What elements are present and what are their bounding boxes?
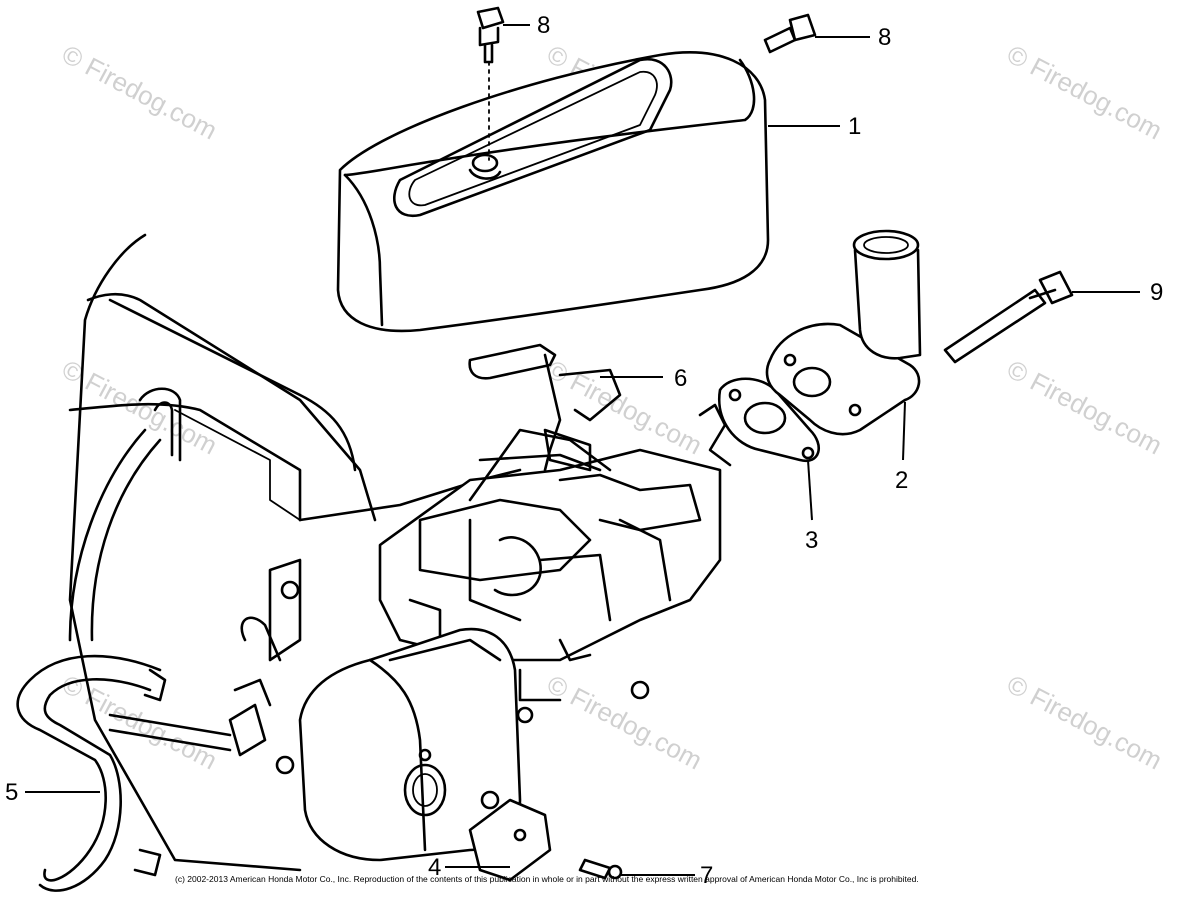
carburetor (378, 428, 722, 724)
watermark: © Firedog.com (57, 669, 222, 776)
bolt-9 (943, 270, 1074, 364)
gasket-3 (698, 377, 820, 467)
bolt-8-top-left (476, 6, 505, 161)
callout-7: 7 (700, 862, 713, 889)
callout-1: 1 (848, 113, 861, 140)
watermark: © Firedog.com (542, 669, 707, 776)
callouts: 1 2 3 4 5 6 7 8 8 9 (5, 12, 1163, 889)
callout-8-top-right: 8 (878, 24, 891, 51)
callout-6: 6 (674, 365, 687, 392)
muffler (298, 627, 552, 882)
air-cleaner-cover (336, 51, 770, 333)
bracket-6 (468, 343, 622, 472)
watermark: © Firedog.com (1002, 669, 1167, 776)
watermark: © Firedog.com (57, 39, 222, 146)
engine-block (68, 233, 522, 872)
watermark: © Firedog.com (1002, 39, 1167, 146)
copyright-notice: (c) 2002-2013 American Honda Motor Co., … (175, 874, 919, 884)
bolt-7 (578, 858, 623, 880)
intake-elbow-2 (765, 229, 922, 436)
breather-tube (16, 654, 272, 892)
callout-3: 3 (805, 527, 818, 554)
callout-5: 5 (5, 779, 18, 806)
callout-9: 9 (1150, 279, 1163, 306)
callout-2: 2 (895, 467, 908, 494)
callout-4: 4 (428, 854, 441, 881)
leader-lines (25, 24, 1140, 876)
watermark: © Firedog.com (1002, 354, 1167, 461)
bolt-8-top-right (763, 13, 817, 54)
callout-8-top-left: 8 (537, 12, 550, 39)
